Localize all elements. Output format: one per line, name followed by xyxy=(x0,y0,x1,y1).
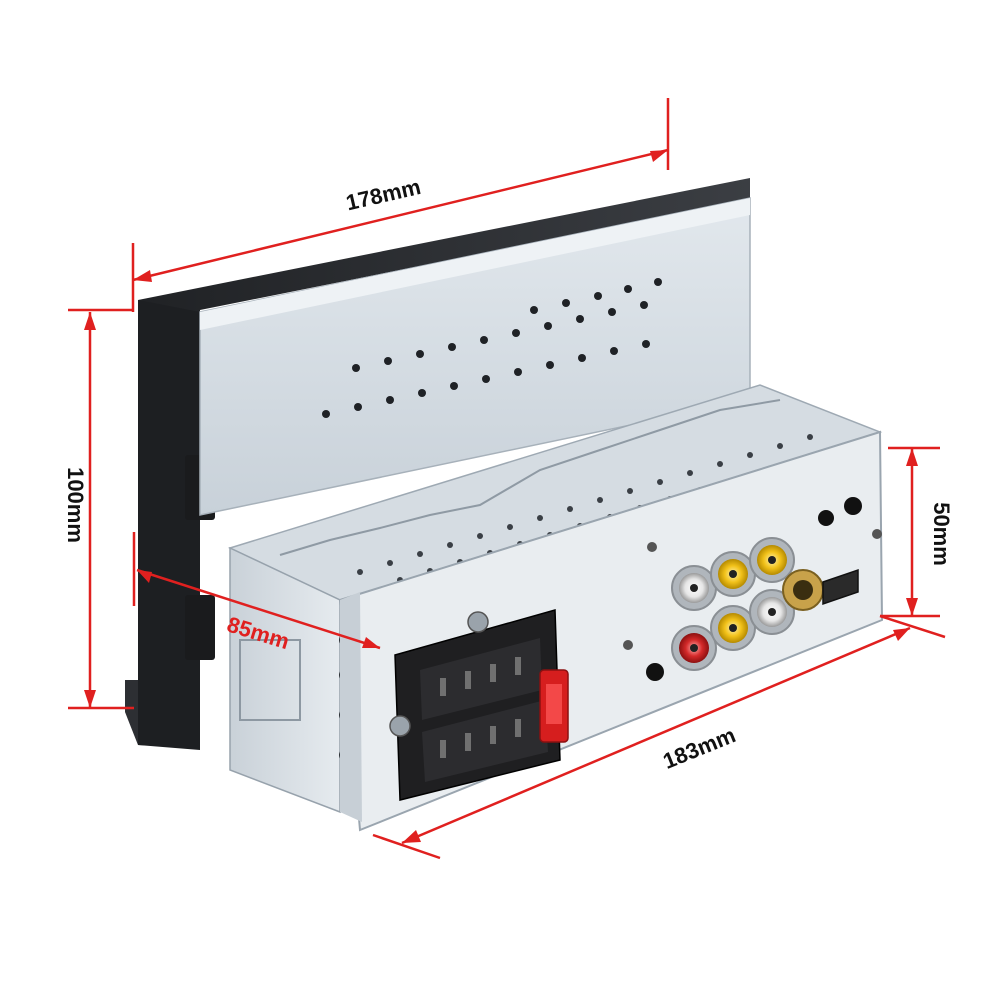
ports xyxy=(623,497,882,681)
iso-connector xyxy=(389,609,561,801)
dimension-arrows xyxy=(84,150,918,843)
dim-label-width: 178mm xyxy=(344,174,424,215)
rca-jacks xyxy=(671,537,795,671)
dim-label-height-right: 50mm xyxy=(929,502,954,566)
dim-label-height-left: 100mm xyxy=(63,467,88,543)
bezel-housing xyxy=(125,178,750,750)
fuse xyxy=(539,669,569,743)
upper-metal-panel xyxy=(199,197,751,516)
dimension-lines xyxy=(68,98,946,860)
